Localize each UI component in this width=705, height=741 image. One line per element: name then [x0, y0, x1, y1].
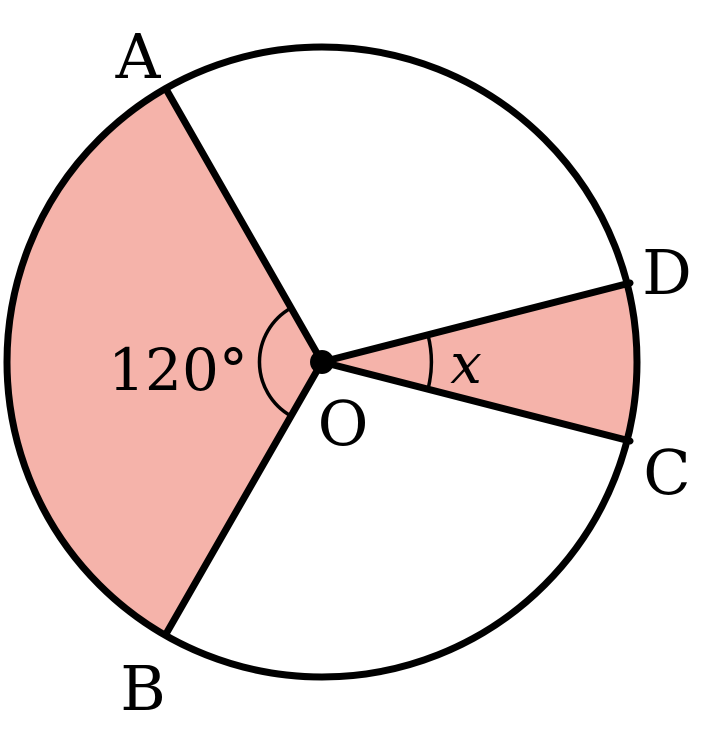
point-label-a: A [115, 20, 162, 93]
point-label-d: D [642, 236, 692, 309]
point-label-o: O [318, 387, 369, 460]
angle-label-aob: 120° [108, 336, 248, 404]
sector-cod [322, 283, 641, 441]
circle-outline [3, 43, 641, 681]
point-label-b: B [120, 652, 166, 725]
center-point-o [310, 350, 334, 374]
angle-arc-cod [426, 334, 434, 390]
radius-od [318, 279, 634, 366]
point-label-c: C [643, 436, 690, 509]
radius-oc [318, 358, 634, 445]
radius-ob [162, 358, 326, 638]
radius-oa [162, 85, 326, 366]
angle-label-cod: x [450, 332, 482, 397]
angle-arc-aob [257, 306, 292, 418]
